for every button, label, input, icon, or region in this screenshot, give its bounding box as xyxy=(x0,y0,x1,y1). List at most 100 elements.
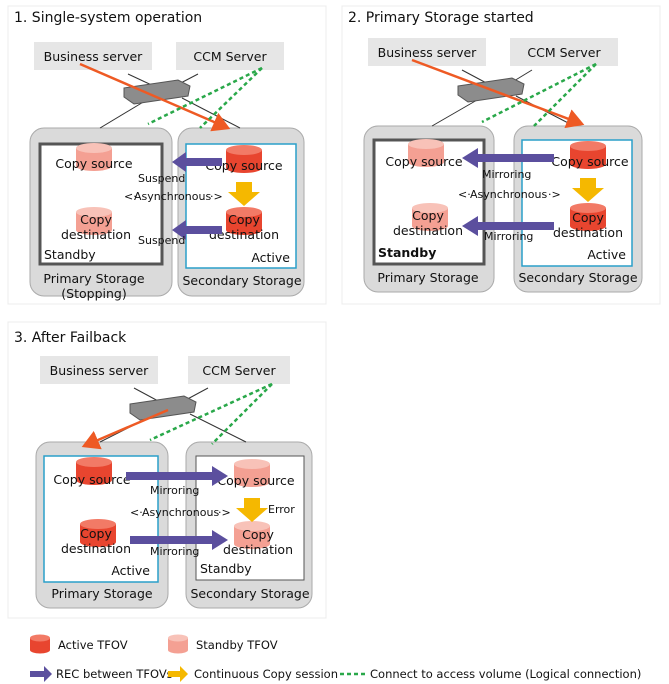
storage-state: Standby xyxy=(200,561,252,576)
copy-source-label: Copy source xyxy=(385,154,463,169)
rec-arrow xyxy=(126,466,228,486)
rec-status-label: Mirroring xyxy=(150,484,199,497)
copy-source-label: Copy source xyxy=(55,156,133,171)
copy-destination-label: destination xyxy=(61,541,131,556)
copy-arrow-icon xyxy=(168,666,188,682)
logical-connection-line xyxy=(149,382,273,442)
copy-destination-label: destination xyxy=(553,225,623,240)
ccm-server-label: CCM Server xyxy=(202,363,276,378)
panel-2: 2. Primary Storage started Business serv… xyxy=(341,5,661,305)
async-right-marker: ·> xyxy=(210,190,223,203)
copy-destination-label: Copy xyxy=(412,208,444,223)
business-server-label: Business server xyxy=(44,49,144,64)
ccm-server-label: CCM Server xyxy=(527,45,601,60)
copy-source-label: Copy source xyxy=(53,472,131,487)
legend-active-tfov: Active TFOV xyxy=(58,638,128,652)
legend-continuous-copy: Continuous Copy session xyxy=(194,667,338,681)
business-server-box xyxy=(40,356,158,384)
panel-3: 3. After Failback Business server CCM Se… xyxy=(7,321,327,619)
active-tfov-icon xyxy=(76,457,112,485)
rec-arrow xyxy=(462,216,554,236)
copy-destination-label: destination xyxy=(393,223,463,238)
copy-source-label: Copy source xyxy=(205,158,283,173)
async-left-marker: <· xyxy=(124,190,137,203)
active-tfov-icon xyxy=(226,207,262,235)
standby-tfov-icon xyxy=(234,459,270,487)
error-label: Error xyxy=(268,503,295,516)
copy-destination-label: Copy xyxy=(228,212,260,227)
logical-connection-line xyxy=(199,67,263,129)
copy-destination-label: destination xyxy=(61,227,131,242)
logical-connection-line xyxy=(533,63,597,127)
async-left-marker: <· xyxy=(458,188,471,201)
logical-connection-line xyxy=(147,66,263,126)
access-path-arrow xyxy=(81,408,169,450)
storage-name: Primary Storage xyxy=(377,270,478,285)
business-server-label: Business server xyxy=(50,363,150,378)
rec-status-label: Suspend xyxy=(138,234,185,247)
storage-name: Secondary Storage xyxy=(190,586,309,601)
copy-destination-label: Copy xyxy=(80,526,112,541)
rec-status-label: Mirroring xyxy=(482,168,531,181)
legend-connect: Connect to access volume (Logical connec… xyxy=(370,667,641,681)
access-path-arrow xyxy=(79,62,231,132)
standby-tfov-icon xyxy=(412,203,448,231)
rec-arrow xyxy=(130,530,228,550)
active-tfov-icon xyxy=(570,141,606,169)
active-tfov-icon xyxy=(30,634,50,654)
storage-state: Active xyxy=(251,250,290,265)
legend-rec: REC between TFOVs xyxy=(56,667,173,681)
standby-tfov-icon xyxy=(76,143,112,171)
standby-tfov-icon xyxy=(408,139,444,167)
rec-arrow-icon xyxy=(30,666,52,682)
active-tfov-icon xyxy=(80,519,116,547)
standby-tfov-icon xyxy=(168,634,188,654)
switch-icon xyxy=(129,395,197,421)
panel-1: 1. Single-system operation Business serv… xyxy=(7,5,327,305)
standby-tfov-icon xyxy=(76,207,112,235)
copy-destination-label: Copy xyxy=(80,212,112,227)
ccm-server-box xyxy=(176,42,284,70)
continuous-copy-arrow xyxy=(572,178,604,202)
rec-arrow xyxy=(462,148,554,168)
switch-icon xyxy=(123,79,191,105)
panel-title: 3. After Failback xyxy=(14,330,127,346)
storage-state: Active xyxy=(111,563,150,578)
rec-arrow xyxy=(172,220,222,240)
storage-state: Active xyxy=(587,247,626,262)
rec-arrow xyxy=(172,152,222,172)
ccm-server-box xyxy=(510,38,618,66)
business-server-box xyxy=(368,38,486,66)
standby-tfov-icon xyxy=(234,521,270,549)
copy-destination-label: Copy xyxy=(242,527,274,542)
copy-source-label: Copy source xyxy=(217,473,295,488)
storage-state: Standby xyxy=(378,245,436,260)
copy-destination-label: Copy xyxy=(572,210,604,225)
storage-name: Secondary Storage xyxy=(182,273,301,288)
network-cable xyxy=(133,387,161,403)
copy-destination-label: destination xyxy=(209,227,279,242)
async-left-marker: <· xyxy=(130,506,143,519)
panel-title: 2. Primary Storage started xyxy=(348,10,534,26)
storage-name: Primary Storage xyxy=(43,271,144,286)
ccm-server-box xyxy=(188,356,290,384)
business-server-label: Business server xyxy=(378,45,478,60)
legend: Active TFOV Standby TFOV REC between TFO… xyxy=(30,634,641,682)
storage-name-note: (Stopping) xyxy=(61,286,126,301)
storage-name: Secondary Storage xyxy=(518,270,637,285)
continuous-copy-arrow xyxy=(228,182,260,206)
async-label: Asynchronous xyxy=(142,506,219,519)
active-tfov-icon xyxy=(570,203,606,231)
business-server-box xyxy=(34,42,152,70)
rec-status-label: Suspend xyxy=(138,172,185,185)
async-right-marker: ·> xyxy=(548,188,561,201)
copy-source-label: Copy source xyxy=(551,154,629,169)
async-label: Asynchronous xyxy=(470,188,547,201)
rec-status-label: Mirroring xyxy=(484,230,533,243)
storage-state: Standby xyxy=(44,247,96,262)
legend-standby-tfov: Standby TFOV xyxy=(196,638,278,652)
storage-name: Primary Storage xyxy=(51,586,152,601)
access-path-arrow xyxy=(411,58,585,129)
logical-connection-line xyxy=(481,62,597,124)
